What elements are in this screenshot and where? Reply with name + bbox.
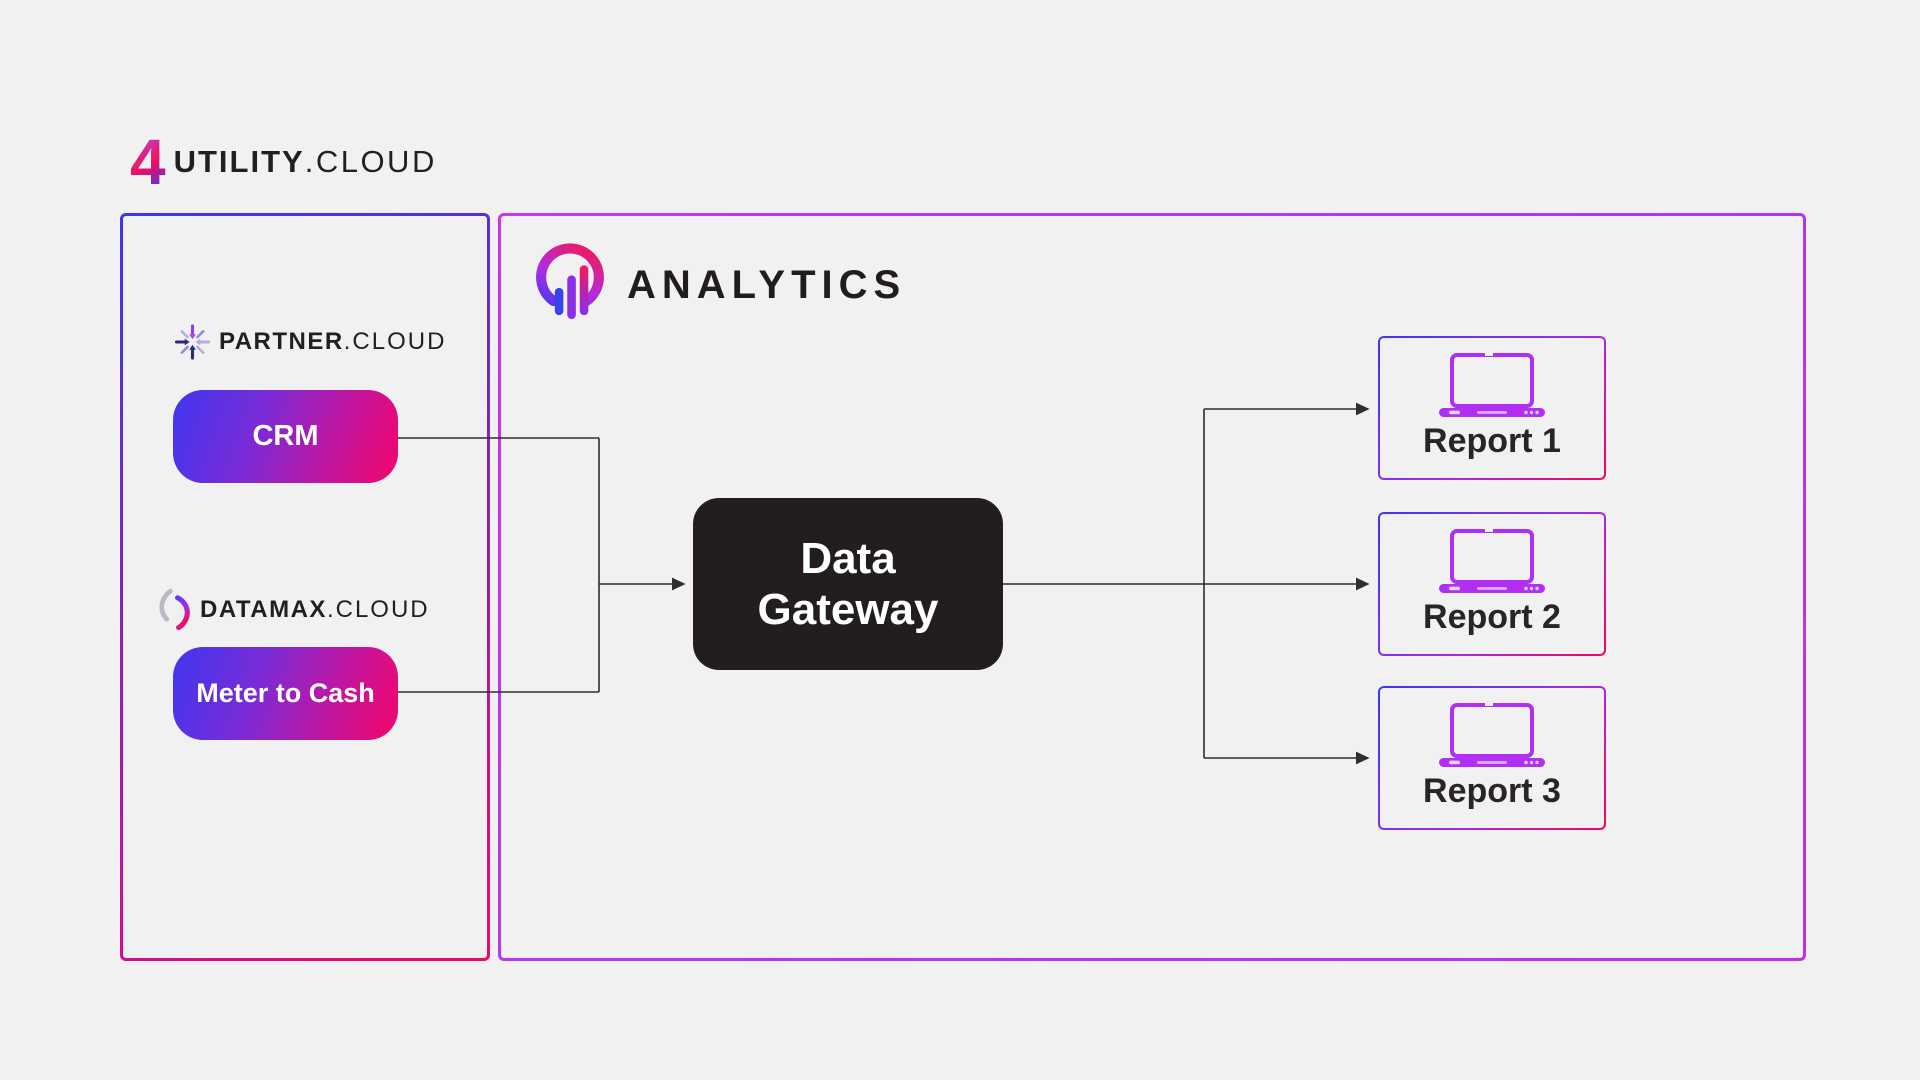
datamax-wordmark-light: .CLOUD [326,595,430,623]
brand-4-icon: 4 [130,126,166,198]
brand-logo: 4 UTILITY.CLOUD [130,126,437,198]
brand-wordmark-bold: UTILITY [173,144,305,179]
laptop-icon [1439,703,1545,767]
analytics-title: ANALYTICS [627,262,907,307]
datamax-cloud-wordmark: DATAMAX.CLOUD [200,596,430,624]
laptop-icon [1439,529,1545,593]
converging-arrows-icon [175,324,210,360]
brand-wordmark-light: .CLOUD [304,144,437,179]
analytics-header: ANALYTICS [531,243,906,321]
report-3-node[interactable]: Report 3 [1378,686,1606,830]
report-2-node[interactable]: Report 2 [1378,512,1606,656]
report-label: Report 3 [1423,772,1561,810]
brand-wordmark: UTILITY.CLOUD [174,144,437,180]
report-label: Report 2 [1423,598,1561,636]
laptop-icon [1439,353,1545,417]
crm-node[interactable]: CRM [173,390,398,483]
partner-wordmark-light: .CLOUD [343,328,447,355]
double-arc-icon [159,588,190,631]
gateway-line-2: Gateway [757,585,939,634]
report-label: Report 1 [1423,422,1561,460]
datamax-wordmark-bold: DATAMAX [200,595,327,623]
sources-panel [120,213,490,961]
circle-bar-chart-icon [536,243,604,320]
data-gateway-node[interactable]: Data Gateway [693,498,1003,670]
meter-to-cash-node[interactable]: Meter to Cash [173,647,398,740]
partner-wordmark-bold: PARTNER [219,328,344,355]
gateway-line-1: Data [800,533,896,583]
partner-cloud-row: PARTNER.CLOUD [175,324,446,360]
report-1-node[interactable]: Report 1 [1378,336,1606,480]
partner-cloud-wordmark: PARTNER.CLOUD [219,328,446,356]
datamax-cloud-row: DATAMAX.CLOUD [158,586,430,633]
